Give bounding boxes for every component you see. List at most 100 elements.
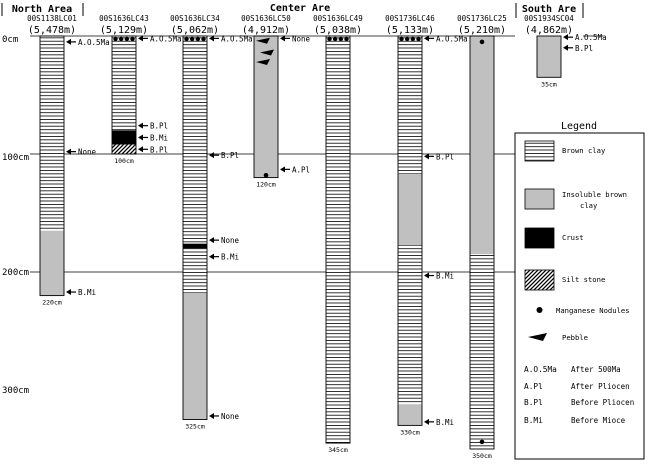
age-marker-label: A.O.5Ma — [436, 34, 468, 43]
legend-label: Pebble — [562, 333, 588, 342]
segment-brown-clay — [112, 36, 136, 131]
legend-label: Silt stone — [562, 275, 605, 284]
age-marker-label: B.Pl — [436, 152, 454, 161]
core-length-label: 220cm — [42, 299, 62, 307]
age-marker-label: B.Pl — [150, 122, 168, 131]
core-outline — [253, 35, 279, 179]
legend-swatch — [524, 269, 555, 291]
core-water-depth: (5,062m) — [171, 25, 219, 36]
marker-arrow-head — [563, 34, 568, 41]
manganese-nodule — [479, 39, 485, 45]
core-water-depth: (5,478m) — [28, 25, 76, 36]
segment-crust — [183, 243, 207, 249]
segment-brown-clay — [398, 36, 422, 175]
age-marker-label: B.Mi — [150, 133, 168, 142]
manganese-nodule — [130, 36, 135, 42]
age-marker-label: B.Mi — [436, 272, 454, 281]
segment-brown-clay — [40, 36, 64, 231]
manganese-nodule — [263, 172, 269, 178]
manganese-nodule — [184, 36, 189, 42]
depth-label-200: 200cm — [2, 268, 29, 278]
marker-arrow-head — [280, 35, 285, 42]
segment-crust — [112, 130, 136, 145]
age-marker-label: None — [78, 148, 97, 157]
core-outline — [111, 35, 137, 155]
marker-arrow-head — [280, 166, 285, 173]
manganese-nodule — [338, 36, 344, 42]
manganese-nodule — [113, 36, 118, 42]
core-water-depth: (4,862m) — [525, 25, 573, 36]
core-00S1636LC49: 00S1636LC49(5,038m)345cm — [313, 14, 363, 454]
core-id-label: 00S1736LC46 — [385, 14, 435, 23]
legend-item-silt-stone: Silt stone — [524, 269, 605, 291]
age-marker-label: B.Mi — [78, 288, 96, 297]
area-south-header: South Are — [515, 3, 584, 18]
legend-abbreviation: A.O.5Ma After 500Ma — [524, 365, 621, 374]
segment-insoluble-brown-clay — [537, 36, 561, 78]
age-marker-label: None — [292, 34, 311, 43]
pebble — [256, 37, 270, 44]
marker-arrow-head — [424, 35, 429, 42]
segment-insoluble-brown-clay — [470, 36, 494, 255]
area-center-label: Center Are — [270, 3, 330, 14]
pebble — [260, 49, 274, 56]
core-length-label: 350cm — [472, 452, 492, 460]
segment-insoluble-brown-clay — [254, 36, 278, 178]
segment-insoluble-brown-clay — [183, 293, 207, 420]
legend-title: Legend — [561, 121, 597, 132]
marker-arrow-head — [424, 272, 429, 279]
manganese-nodule — [332, 36, 338, 42]
age-marker-label: None — [221, 236, 240, 245]
abbreviation-code: B.Mi — [524, 416, 543, 425]
core-outline — [469, 35, 495, 450]
area-north-label: North Area — [12, 4, 72, 15]
abbreviation-meaning: After 500Ma — [571, 365, 621, 374]
core-water-depth: (4,912m) — [242, 25, 290, 36]
marker-arrow-head — [209, 152, 214, 159]
marker-arrow-head — [66, 148, 71, 155]
segment-brown-clay — [183, 36, 207, 294]
core-water-depth: (5,038m) — [314, 25, 362, 36]
marker-arrow-head — [66, 289, 71, 296]
legend-item-pebble: Pebble — [528, 333, 588, 342]
marker-arrow-head — [424, 153, 429, 160]
abbreviation-code: A.O.5Ma — [524, 365, 557, 374]
manganese-nodule — [124, 36, 130, 42]
age-marker-label: A.O.5Ma — [150, 34, 182, 43]
age-marker-label: A.O.5Ma — [221, 34, 253, 43]
abbreviation-meaning: Before Mioce — [571, 416, 626, 425]
manganese-nodule — [189, 36, 195, 42]
core-outline — [39, 35, 65, 297]
core-00S1736LC25: 00S1736LC25(5,210m)350cm — [457, 14, 507, 460]
core-length-label: 325cm — [185, 423, 205, 431]
marker-arrow-head — [138, 146, 143, 153]
core-00S1636LC34: 00S1636LC34(5,062m)325cmA.O.5MaB.PlNoneB… — [170, 14, 252, 431]
core-length-label: 330cm — [400, 428, 420, 436]
cores-group: 00S1138LC01(5,478m)220cmA.O.5MaNoneB.Mi0… — [27, 14, 606, 460]
depth-label-0: 0cm — [2, 35, 18, 45]
depth-label-300: 300cm — [2, 386, 29, 396]
core-length-label: 35cm — [541, 80, 557, 88]
age-marker-label: B.Mi — [436, 418, 454, 427]
segment-silt-stone — [112, 144, 136, 154]
core-outline — [325, 35, 351, 444]
marker-arrow-head — [424, 418, 429, 425]
age-marker-label: None — [221, 412, 240, 421]
legend-swatch — [524, 140, 555, 162]
segment-brown-clay — [470, 254, 494, 449]
legend-pebble-swatch — [528, 333, 547, 341]
core-id-label: 00S1934SC04 — [524, 14, 574, 23]
legend-swatch — [524, 188, 555, 210]
age-marker-label: A.Pl — [292, 165, 310, 174]
marker-arrow-head — [138, 122, 143, 129]
depth-label-100: 100cm — [2, 153, 29, 163]
legend-label: Brown clay — [562, 146, 606, 155]
marker-arrow-head — [209, 253, 214, 260]
core-id-label: 00S1636LC34 — [170, 14, 220, 23]
segment-insoluble-brown-clay — [398, 404, 422, 426]
legend-item-brown-clay: Brown clay — [524, 140, 606, 162]
